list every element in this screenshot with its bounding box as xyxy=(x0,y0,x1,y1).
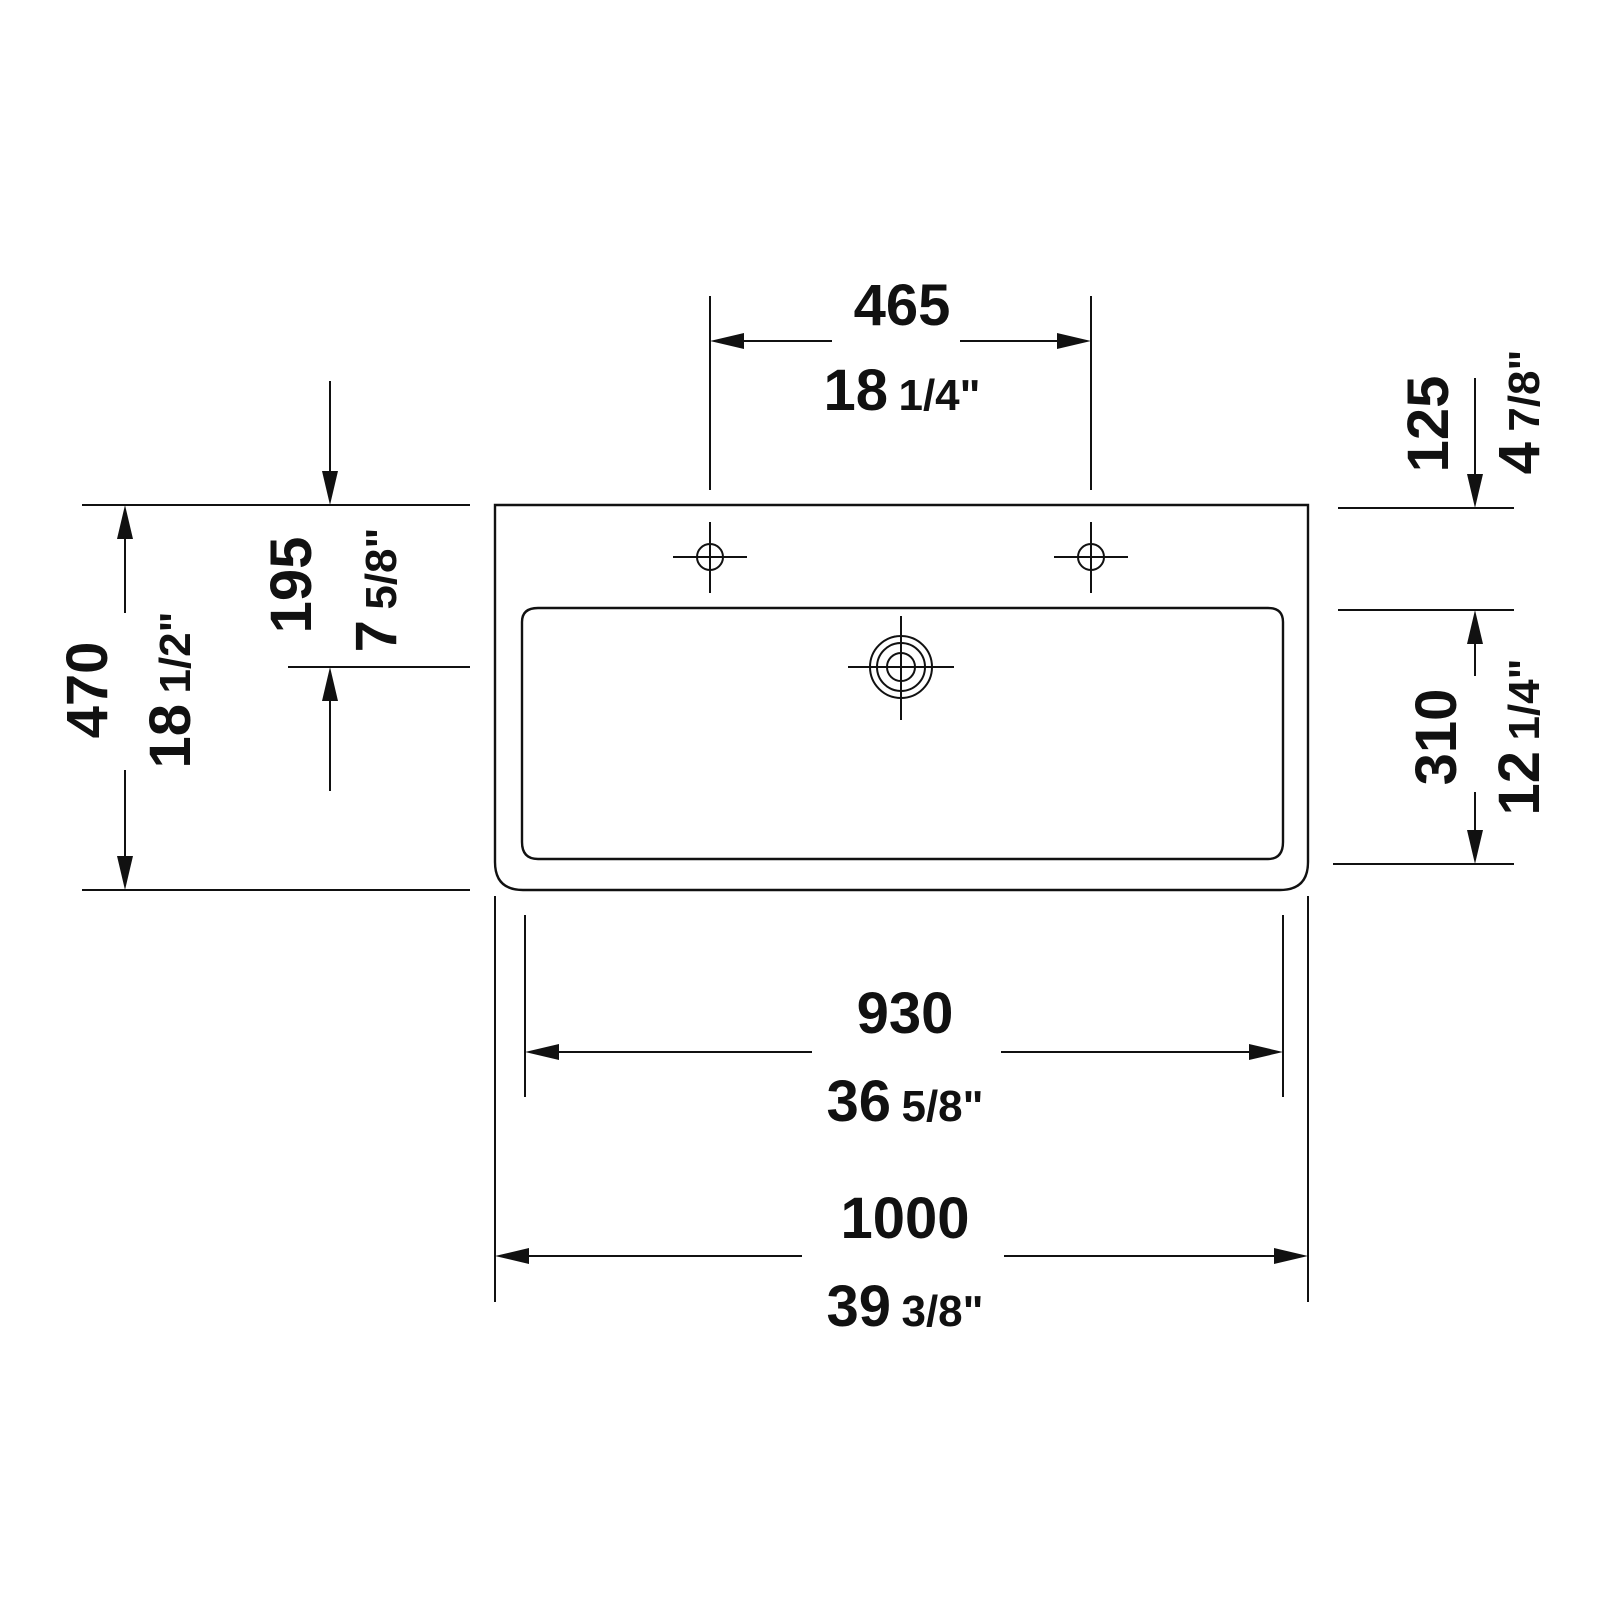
arrow-right xyxy=(1057,333,1091,349)
arrow-down xyxy=(117,856,133,890)
arrow-up xyxy=(1467,610,1483,644)
top-to-drain-mm: 195 xyxy=(259,537,324,634)
bowl-depth-inch: 12 1/4" xyxy=(1487,659,1552,816)
left-tap-hole xyxy=(673,522,747,593)
arrow-up xyxy=(117,505,133,539)
arrow-left xyxy=(525,1044,559,1060)
tap-spacing-inch: 18 1/4" xyxy=(824,358,981,423)
depth-total-inch: 18 1/2" xyxy=(138,612,203,769)
right-tap-hole xyxy=(1054,522,1128,593)
top-to-taps-mm: 125 xyxy=(1396,376,1461,473)
basin-bowl xyxy=(520,606,1285,861)
tap-spacing-mm: 465 xyxy=(854,273,951,338)
top-to-drain-dimension: 195 7 5/8" xyxy=(259,381,470,791)
bowl-width-inch: 36 5/8" xyxy=(827,1069,984,1134)
arrow-down xyxy=(1467,474,1483,508)
overall-width-inch: 39 3/8" xyxy=(827,1274,984,1339)
arrow-right xyxy=(1274,1248,1308,1264)
bowl-width-mm: 930 xyxy=(857,981,954,1046)
bowl-depth-dimension: 310 12 1/4" xyxy=(1333,610,1552,865)
overall-width-dimension: 1000 39 3/8" xyxy=(494,896,1309,1339)
top-to-taps-dimension: 125 4 7/8" xyxy=(1338,350,1552,611)
depth-total-mm: 470 xyxy=(55,642,120,739)
arrow-down xyxy=(322,471,338,505)
drain-hole xyxy=(848,616,954,720)
bowl-depth-mm: 310 xyxy=(1404,689,1469,786)
tap-spacing-dimension: 465 18 1/4" xyxy=(709,273,1092,490)
arrow-up xyxy=(322,667,338,701)
basin-outline xyxy=(493,503,1310,892)
depth-total-dimension: 470 18 1/2" xyxy=(55,504,470,891)
top-to-taps-inch: 4 7/8" xyxy=(1487,350,1552,475)
arrow-left xyxy=(710,333,744,349)
top-to-drain-inch: 7 5/8" xyxy=(344,528,409,653)
overall-width-mm: 1000 xyxy=(840,1186,969,1251)
arrow-down xyxy=(1467,830,1483,864)
arrow-right xyxy=(1249,1044,1283,1060)
arrow-left xyxy=(495,1248,529,1264)
bowl-width-dimension: 930 36 5/8" xyxy=(524,915,1284,1134)
